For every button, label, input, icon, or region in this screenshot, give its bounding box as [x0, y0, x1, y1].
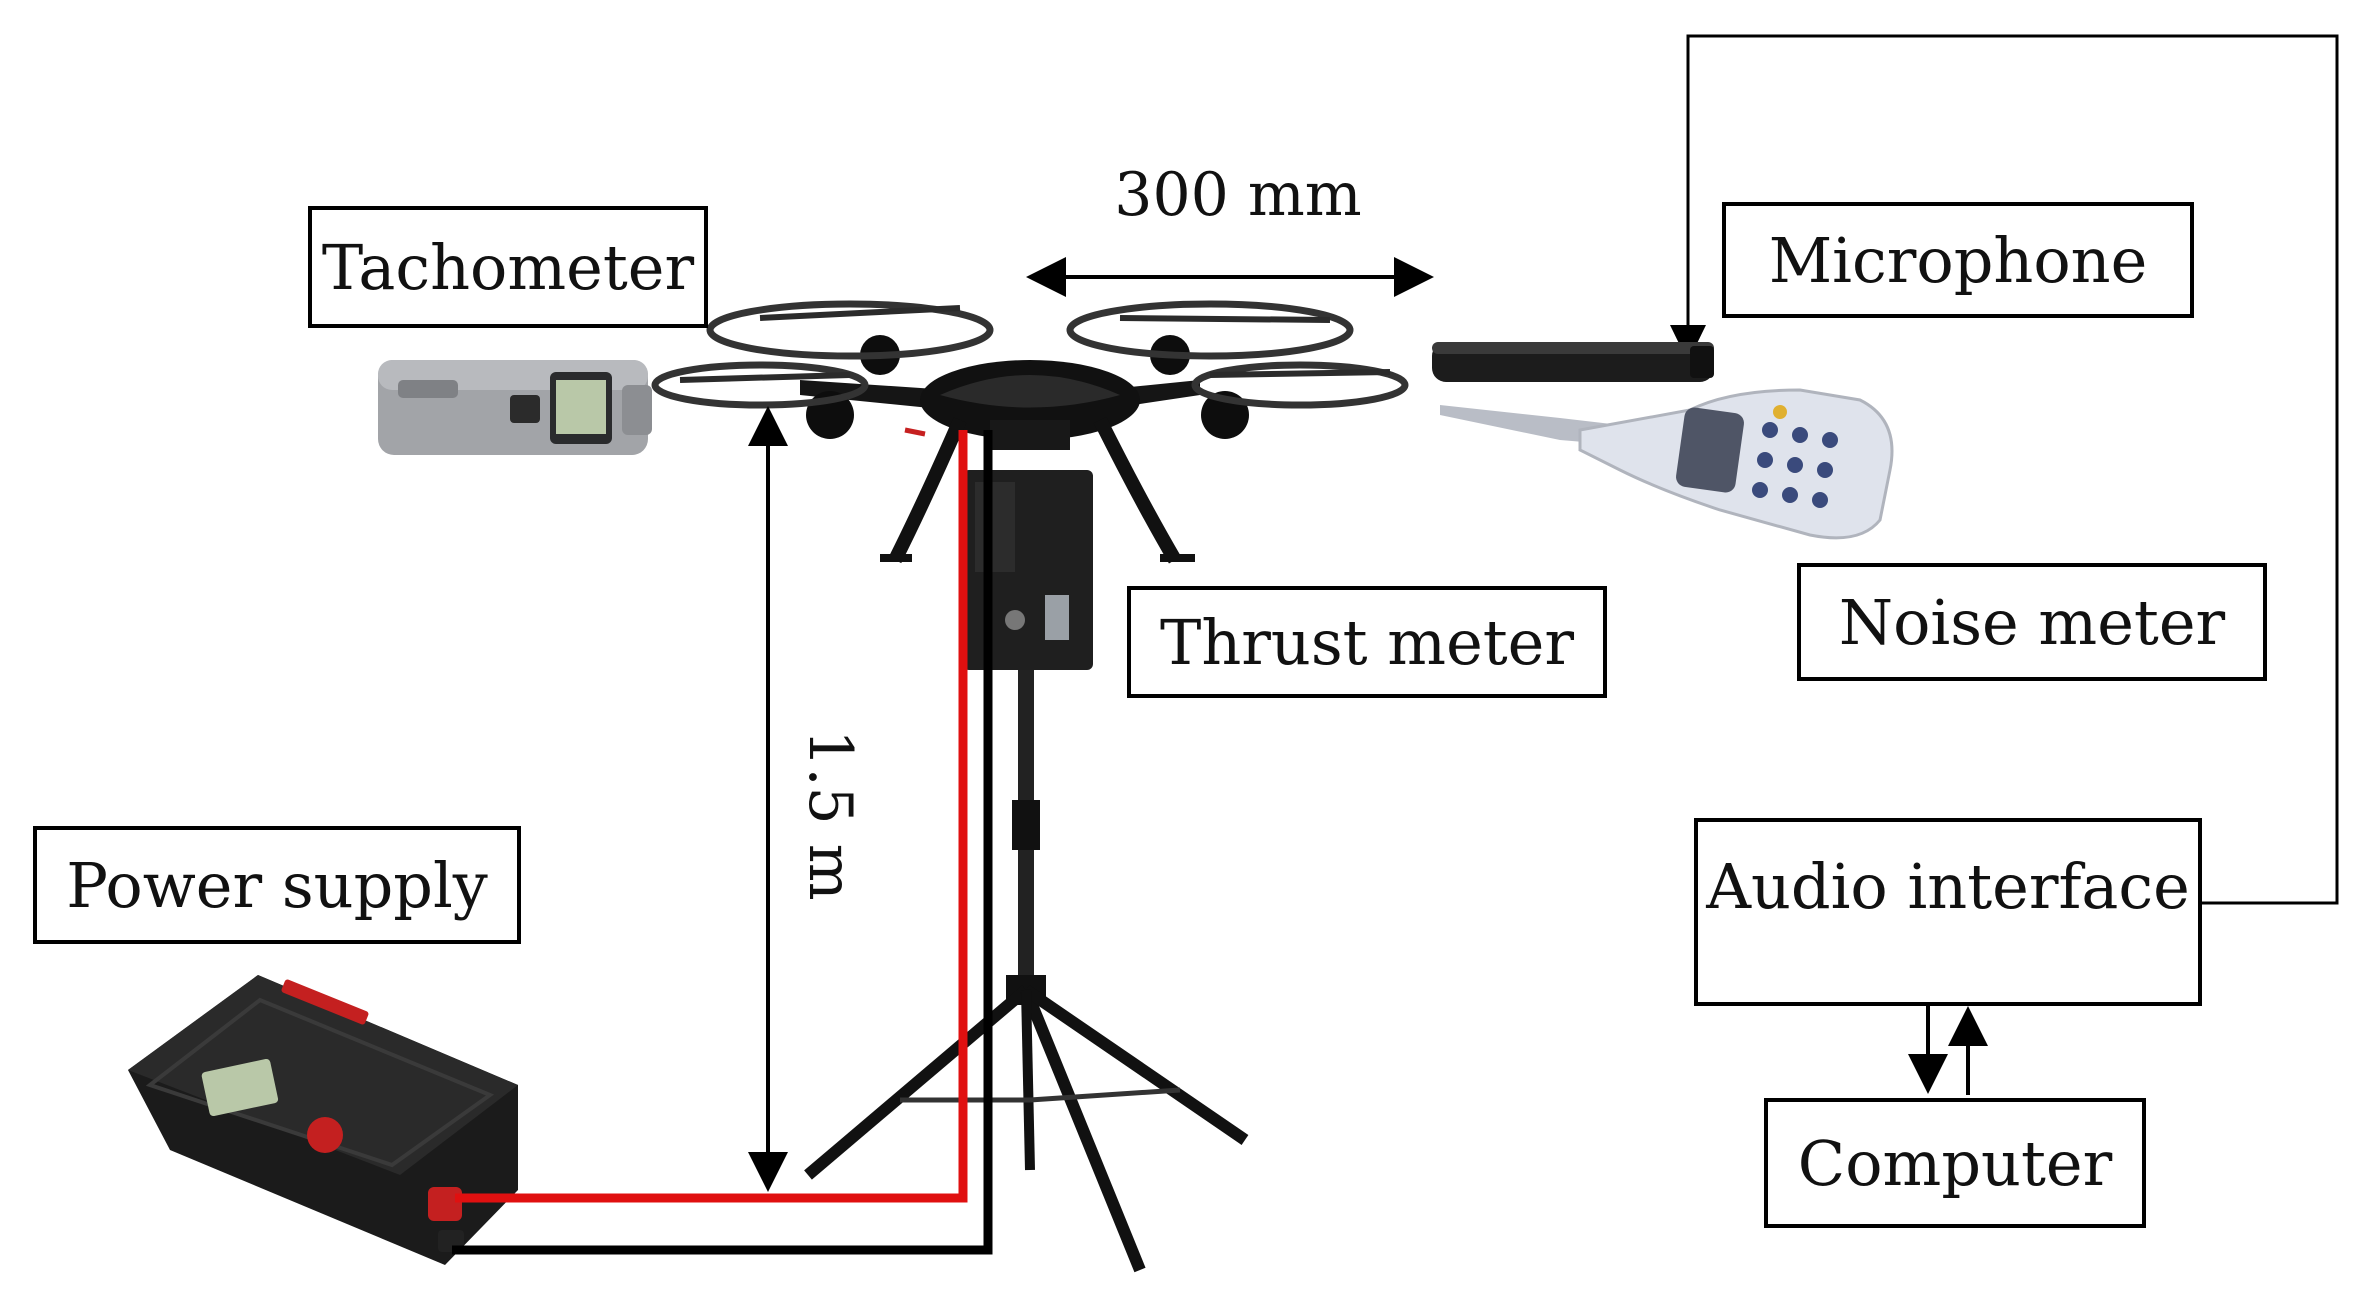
- tachometer-device: [378, 360, 652, 455]
- power-supply-device: [128, 975, 518, 1265]
- drone-device: [651, 300, 1409, 564]
- audio-computer-arrows: [1908, 1005, 1988, 1095]
- power-supply-label-text: Power supply: [66, 848, 488, 922]
- thrust-meter-label-text: Thrust meter: [1159, 605, 1575, 679]
- computer-label-text: Computer: [1797, 1126, 2113, 1200]
- noise-meter-label: Noise meter: [1797, 563, 2267, 681]
- tripod-stand: [804, 660, 1249, 1273]
- thrust-meter-label: Thrust meter: [1127, 586, 1607, 698]
- noise-meter-label-text: Noise meter: [1838, 585, 2226, 659]
- computer-label: Computer: [1764, 1098, 2146, 1228]
- audio-interface-label-text: Audio interface: [1706, 850, 2190, 923]
- tachometer-label: Tachometer: [308, 206, 708, 328]
- microphone-label-text: Microphone: [1768, 223, 2148, 297]
- dimension-1-5m-text: 1.5 m: [795, 729, 865, 901]
- power-supply-label: Power supply: [33, 826, 521, 944]
- noise-meter-device: [1440, 388, 1894, 540]
- microphone-label: Microphone: [1722, 202, 2194, 318]
- power-cables: [452, 430, 993, 1255]
- audio-interface-label: Audio interface: [1694, 818, 2202, 1006]
- microphone-device: [1432, 342, 1714, 382]
- dimension-300mm-text: 300 mm: [1114, 160, 1362, 230]
- tachometer-label-text: Tachometer: [321, 230, 695, 304]
- thrust-meter-device: [963, 470, 1093, 670]
